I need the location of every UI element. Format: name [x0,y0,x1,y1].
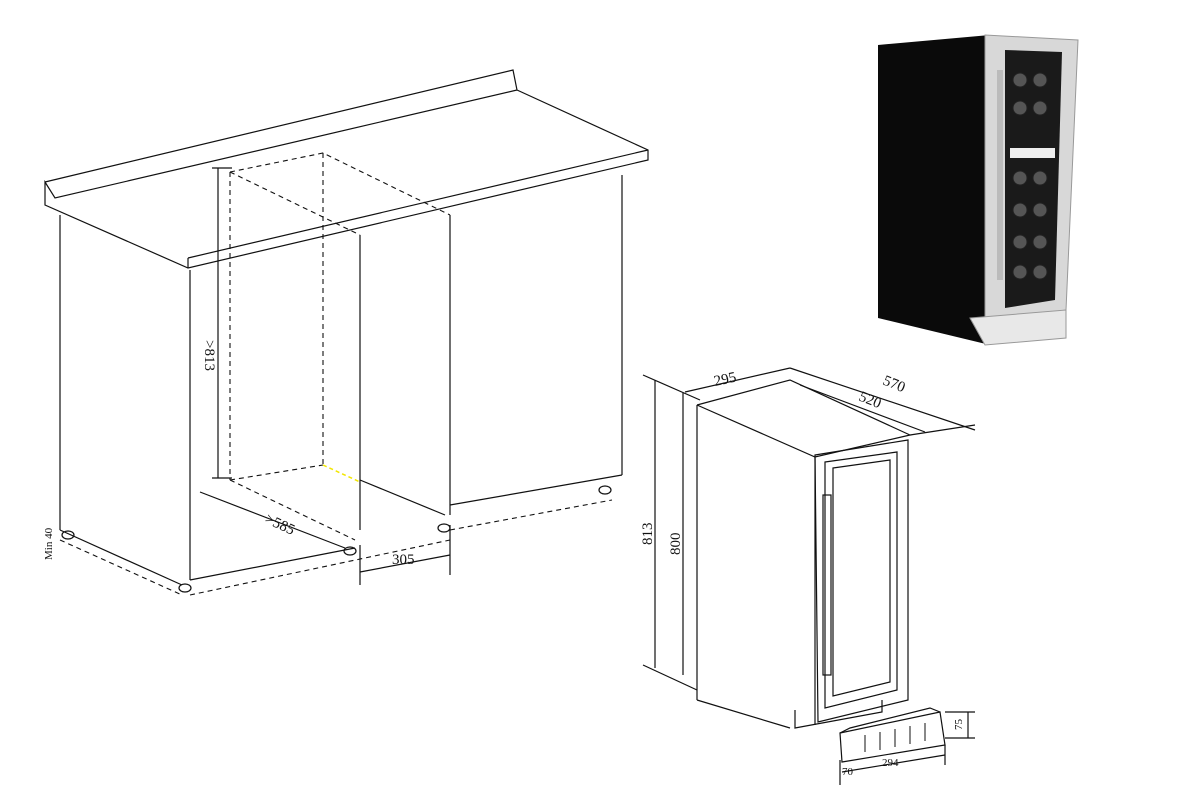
kickplate-depth-label: 70 [842,766,854,778]
cabinet-depth-label: >585 [262,511,297,539]
kickplate-height-label: 75 [953,719,965,731]
kickplate-drawing: 75 70 294 [839,707,975,785]
appliance-width-label: 295 [713,370,738,390]
appliance-depth-total-label: 570 [881,373,908,396]
appliance-depth-body-label: 520 [857,389,884,412]
kickplate-width-label: 294 [882,757,899,769]
appliance-height-total-label: 813 [640,523,656,546]
cabinet-width-label: 305 [392,552,415,568]
appliance-height-body-label: 800 [668,533,684,556]
cabinet-drawing: >813 >585 305 Min 40 [43,69,649,596]
appliance-photo [878,34,1079,346]
min-gap-label: Min 40 [43,527,55,560]
cabinet-height-label: >813 [201,340,217,371]
appliance-drawing: 295 570 520 813 800 [640,367,976,729]
